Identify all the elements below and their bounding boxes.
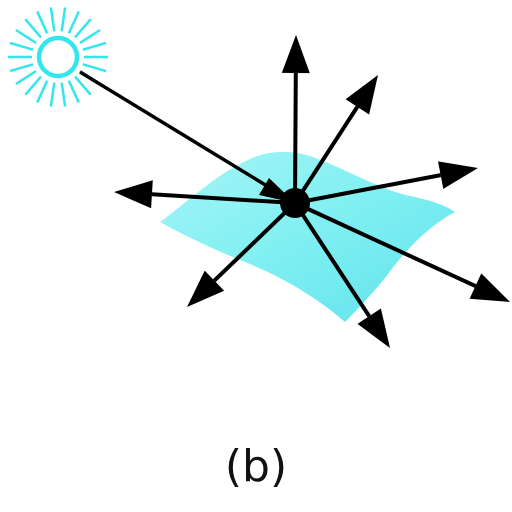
ray-arrow [187, 201, 297, 307]
sun-ray [15, 28, 37, 44]
arrow-head [438, 161, 478, 189]
surface-patch [160, 151, 455, 322]
arrow-head [187, 270, 225, 307]
sun-ray [49, 7, 56, 32]
sun-ray [15, 70, 37, 86]
sun-ray [49, 82, 56, 107]
sun-ray [82, 63, 107, 73]
ray-shaft [294, 173, 442, 205]
ray-shaft [151, 192, 296, 205]
ray-arrow [114, 180, 296, 209]
surface-point [280, 188, 310, 218]
arrow-head [357, 308, 390, 348]
ray-shaft [293, 105, 359, 205]
arrow-head [345, 75, 378, 115]
ray-arrow [293, 201, 390, 348]
ray-shaft [213, 201, 297, 283]
sun-ray [9, 41, 34, 51]
ray-arrow [281, 35, 310, 204]
incident-ray [79, 70, 296, 205]
arrow-head [469, 273, 510, 302]
sun-ray [36, 10, 49, 34]
sun-core [36, 35, 80, 79]
sun-ray [79, 28, 101, 44]
figure-caption: (b) [224, 441, 288, 492]
ray-arrow [294, 161, 478, 205]
arrow-head [114, 180, 153, 209]
sun-ray [24, 18, 42, 39]
sun-ray [67, 80, 80, 104]
sun-ray [67, 10, 80, 34]
ray-arrow [294, 201, 510, 302]
sun-ray [60, 82, 67, 107]
arrow-head [281, 35, 310, 74]
sun-ray [60, 7, 67, 32]
ray-shaft [294, 201, 477, 288]
ray-shaft [293, 201, 371, 318]
ray-shaft [293, 72, 298, 204]
sun-ray [24, 75, 42, 96]
reflected-rays [114, 35, 510, 348]
sun-ray [9, 63, 34, 73]
ray-arrow [293, 75, 378, 205]
sun-ray [74, 75, 92, 96]
sun-ray [36, 80, 49, 104]
sun-ray [74, 18, 92, 39]
sun-icon [8, 7, 108, 107]
sun-ray [82, 41, 107, 51]
